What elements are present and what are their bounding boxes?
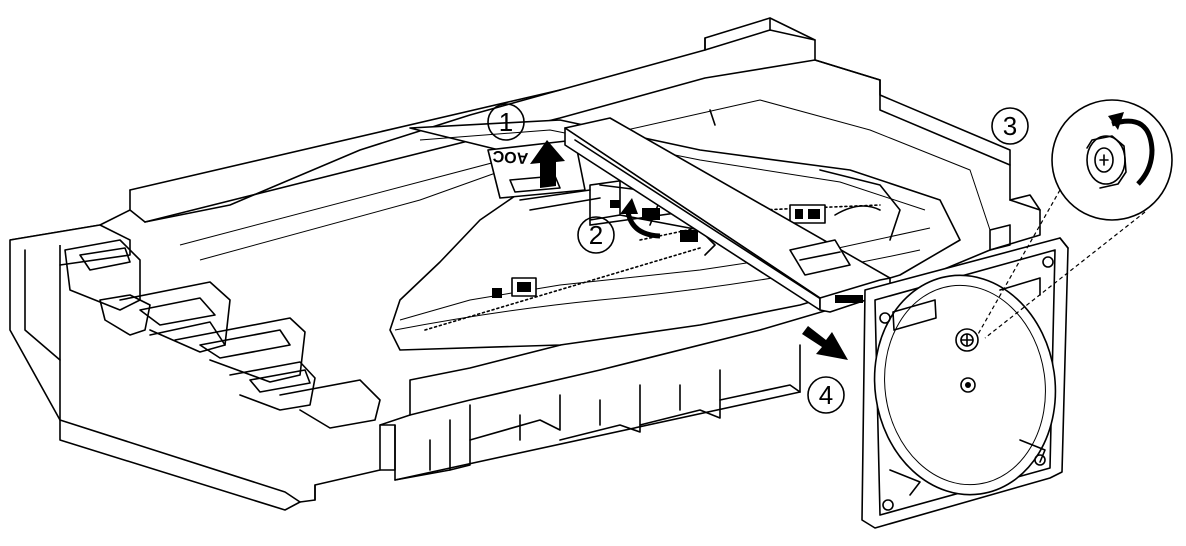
brand-logo: AOC	[492, 147, 529, 166]
step-2-callout: 2	[577, 216, 615, 254]
step-4-label: 4	[819, 380, 833, 410]
step-3-label: 3	[1003, 111, 1017, 141]
step-1-label: 1	[499, 107, 513, 137]
step-3-callout: 3	[991, 107, 1029, 145]
rotate-arrow-icon	[620, 198, 661, 239]
step-4-callout: 4	[807, 376, 845, 414]
stand-base-plate	[861, 237, 1069, 529]
screw-detail-bubble	[976, 99, 1173, 339]
arrow-down-right-icon	[802, 326, 848, 360]
arrow-up-icon	[530, 140, 565, 188]
step-1-callout: 1	[487, 103, 525, 141]
step-2-label: 2	[589, 220, 603, 250]
